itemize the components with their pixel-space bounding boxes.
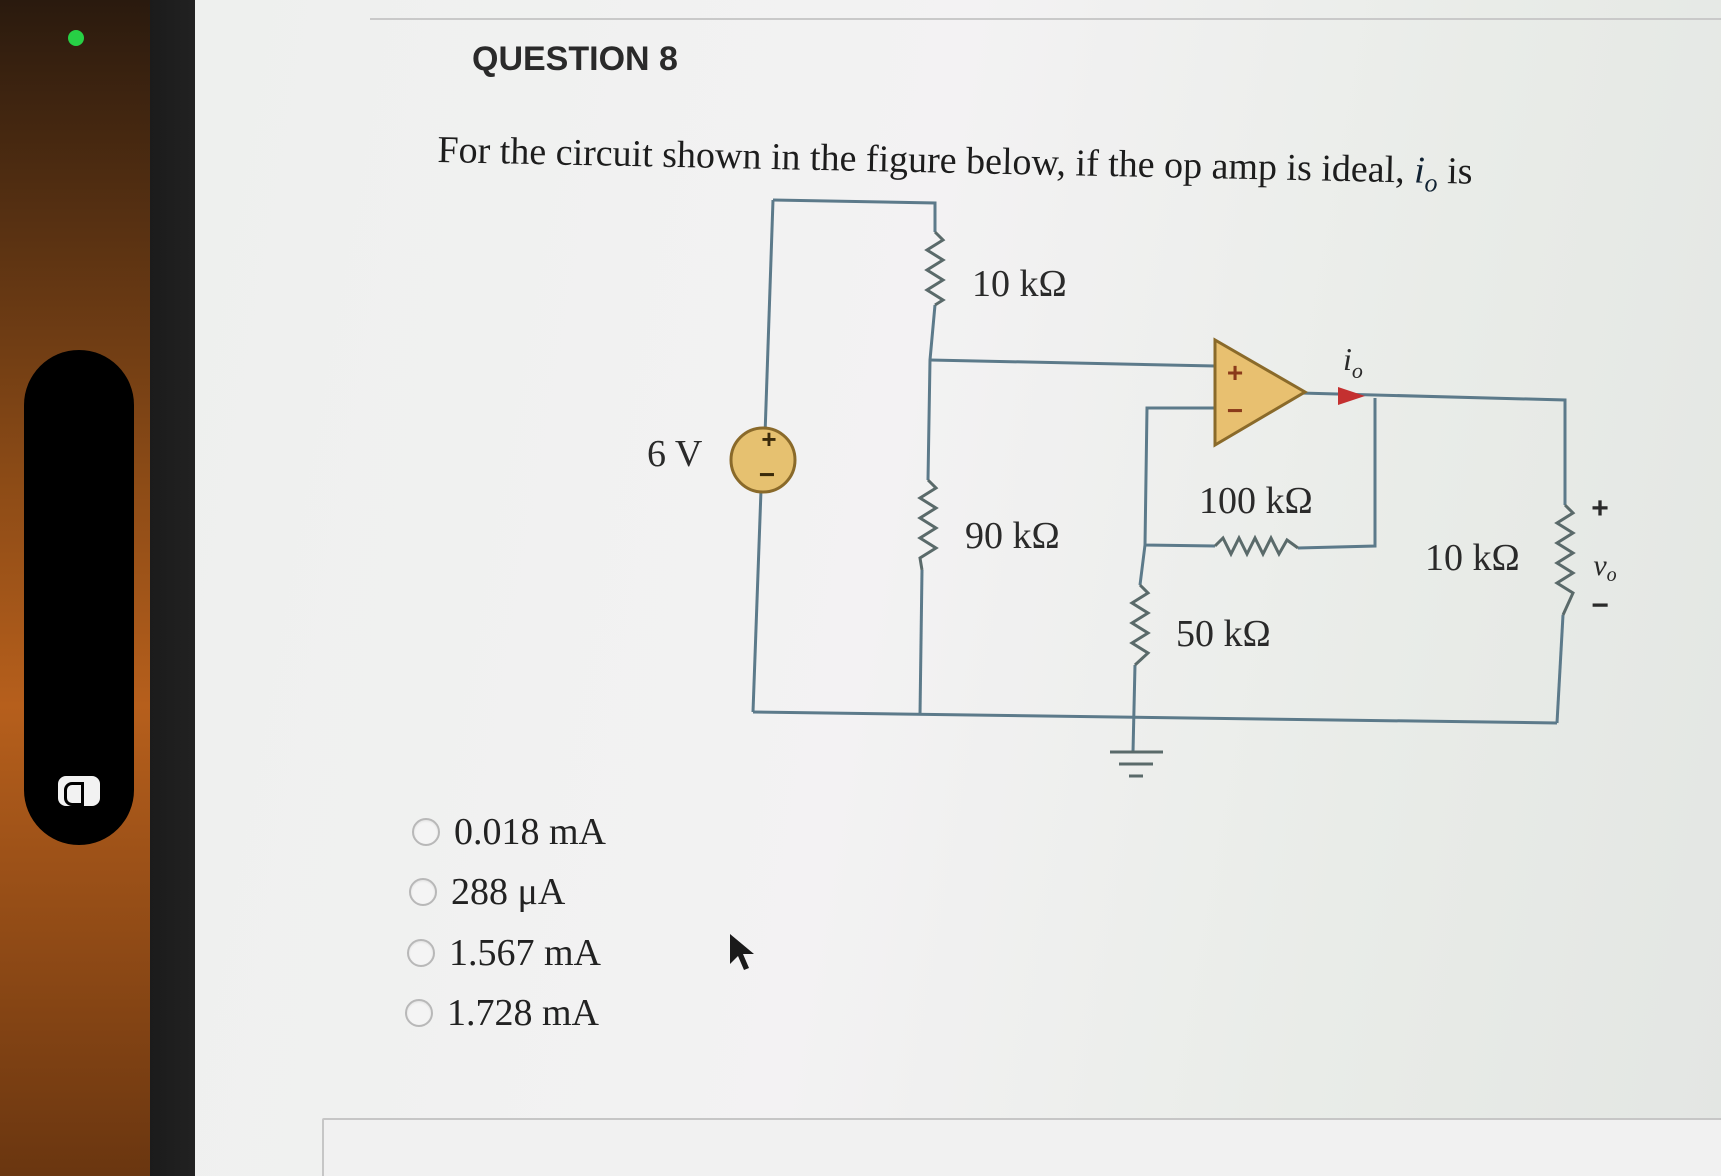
resistor-10k-load [1554, 503, 1576, 616]
label-100k: 100 kΩ [1199, 480, 1313, 522]
quiz-page: QUESTION 8 For the circuit shown in the … [195, 0, 1721, 1176]
opamp-plus: + [1227, 357, 1243, 388]
answer-choice[interactable]: 1.728 mA [405, 991, 599, 1035]
circuit-diagram: + − 6 V + − io 10 kΩ 90 kΩ 100 kΩ 50 kΩ … [647, 198, 1617, 778]
toggle-icon[interactable] [58, 776, 100, 806]
radio-button[interactable] [412, 818, 440, 846]
vo-label: vo [1593, 549, 1616, 586]
choice-label: 0.018 mA [454, 811, 606, 853]
label-90k: 90 kΩ [965, 515, 1060, 557]
resistor-100k [1213, 534, 1299, 558]
source-minus: − [759, 459, 775, 490]
label-50k: 50 kΩ [1176, 613, 1271, 655]
vo-minus: − [1591, 589, 1609, 622]
label-10k-top: 10 kΩ [972, 263, 1067, 305]
answer-choice[interactable]: 288 μA [409, 870, 565, 914]
wires [751, 198, 1567, 753]
current-label: io [1343, 341, 1363, 383]
next-question-panel [322, 1118, 1721, 1176]
label-10k-load: 10 kΩ [1425, 537, 1520, 579]
choice-label: 288 μA [451, 871, 566, 913]
mouse-cursor-icon [730, 934, 754, 970]
radio-button[interactable] [407, 939, 435, 967]
vo-plus: + [1591, 492, 1609, 525]
source-label: 6 V [647, 433, 703, 475]
status-dot [68, 30, 84, 46]
resistor-50k [1129, 583, 1151, 667]
side-toolbar[interactable] [24, 350, 134, 845]
answer-choice[interactable]: 0.018 mA [412, 810, 606, 854]
resistor-90k [917, 478, 939, 571]
opamp-minus: − [1227, 395, 1243, 426]
voltage-source [729, 426, 797, 494]
op-amp [1213, 337, 1308, 448]
radio-button[interactable] [409, 878, 437, 906]
choice-label: 1.567 mA [449, 932, 601, 974]
resistors [917, 230, 1576, 667]
top-divider [370, 18, 1721, 20]
current-arrow [1338, 387, 1365, 405]
question-title: QUESTION 8 [472, 40, 678, 78]
answer-choice[interactable]: 1.567 mA [407, 931, 601, 975]
choice-label: 1.728 mA [447, 992, 599, 1034]
ground-symbol [1110, 750, 1163, 778]
source-plus: + [761, 424, 776, 454]
resistor-10k-top [924, 230, 946, 307]
radio-button[interactable] [405, 999, 433, 1027]
